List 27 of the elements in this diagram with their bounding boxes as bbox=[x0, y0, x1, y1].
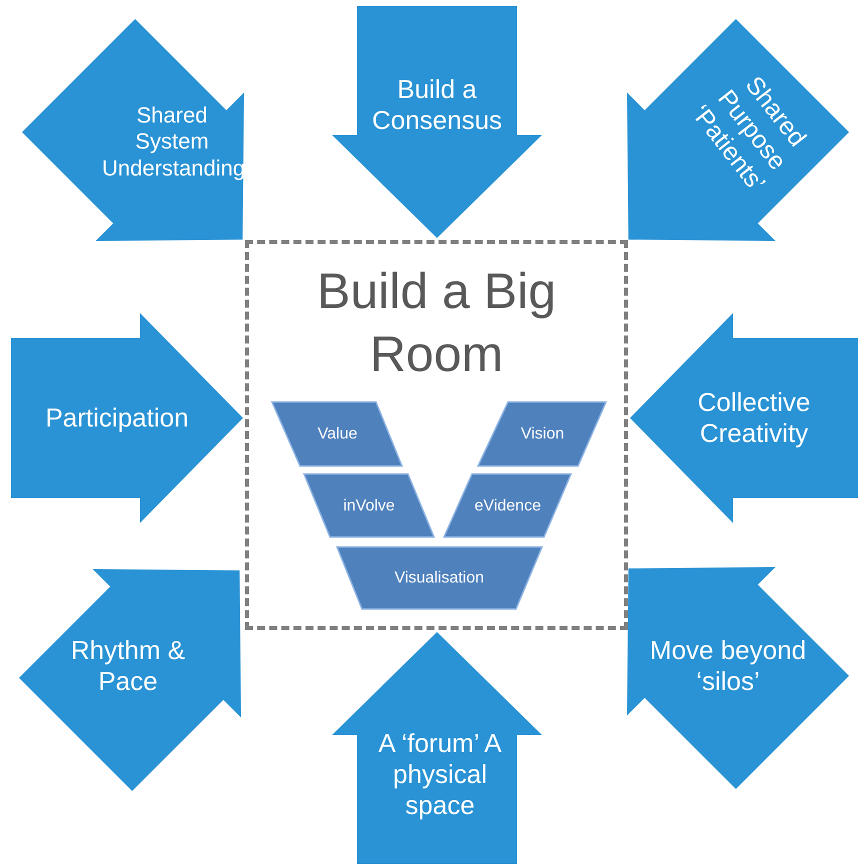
arrow-label: Participation bbox=[44, 402, 190, 434]
block-arrow bbox=[11, 313, 243, 523]
block-arrow bbox=[332, 632, 542, 864]
block-arrow bbox=[22, 19, 244, 242]
arrow-label: Rhythm & Pace bbox=[70, 634, 186, 698]
parallelogram-shape bbox=[304, 474, 434, 537]
block-arrow bbox=[19, 568, 242, 791]
arrow-label: Collective Creativity bbox=[696, 386, 812, 450]
parallelogram-shape bbox=[337, 547, 542, 609]
shape-label: Vision bbox=[520, 424, 566, 444]
block-arrow bbox=[332, 6, 542, 238]
shape-label: Value bbox=[316, 424, 358, 444]
arrow-label: Shared System Understanding bbox=[102, 102, 242, 182]
dashed-frame bbox=[245, 240, 628, 630]
arrow-label: A ‘forum’ A physical space bbox=[377, 728, 503, 822]
block-arrow bbox=[630, 313, 858, 523]
arrow-label: Move beyond ‘silos’ bbox=[648, 634, 808, 698]
arrow-label: Build a Consensus bbox=[370, 74, 504, 136]
parallelogram-shape bbox=[272, 402, 402, 466]
parallelogram-shape bbox=[444, 474, 571, 537]
heading: Build a Big Room bbox=[316, 262, 558, 384]
shape-label: eVidence bbox=[474, 496, 542, 516]
block-arrow bbox=[626, 19, 849, 242]
shape-label: inVolve bbox=[342, 496, 396, 516]
parallelogram-shape bbox=[478, 402, 606, 466]
block-arrow bbox=[626, 566, 849, 789]
shape-label: Visualisation bbox=[393, 568, 486, 588]
